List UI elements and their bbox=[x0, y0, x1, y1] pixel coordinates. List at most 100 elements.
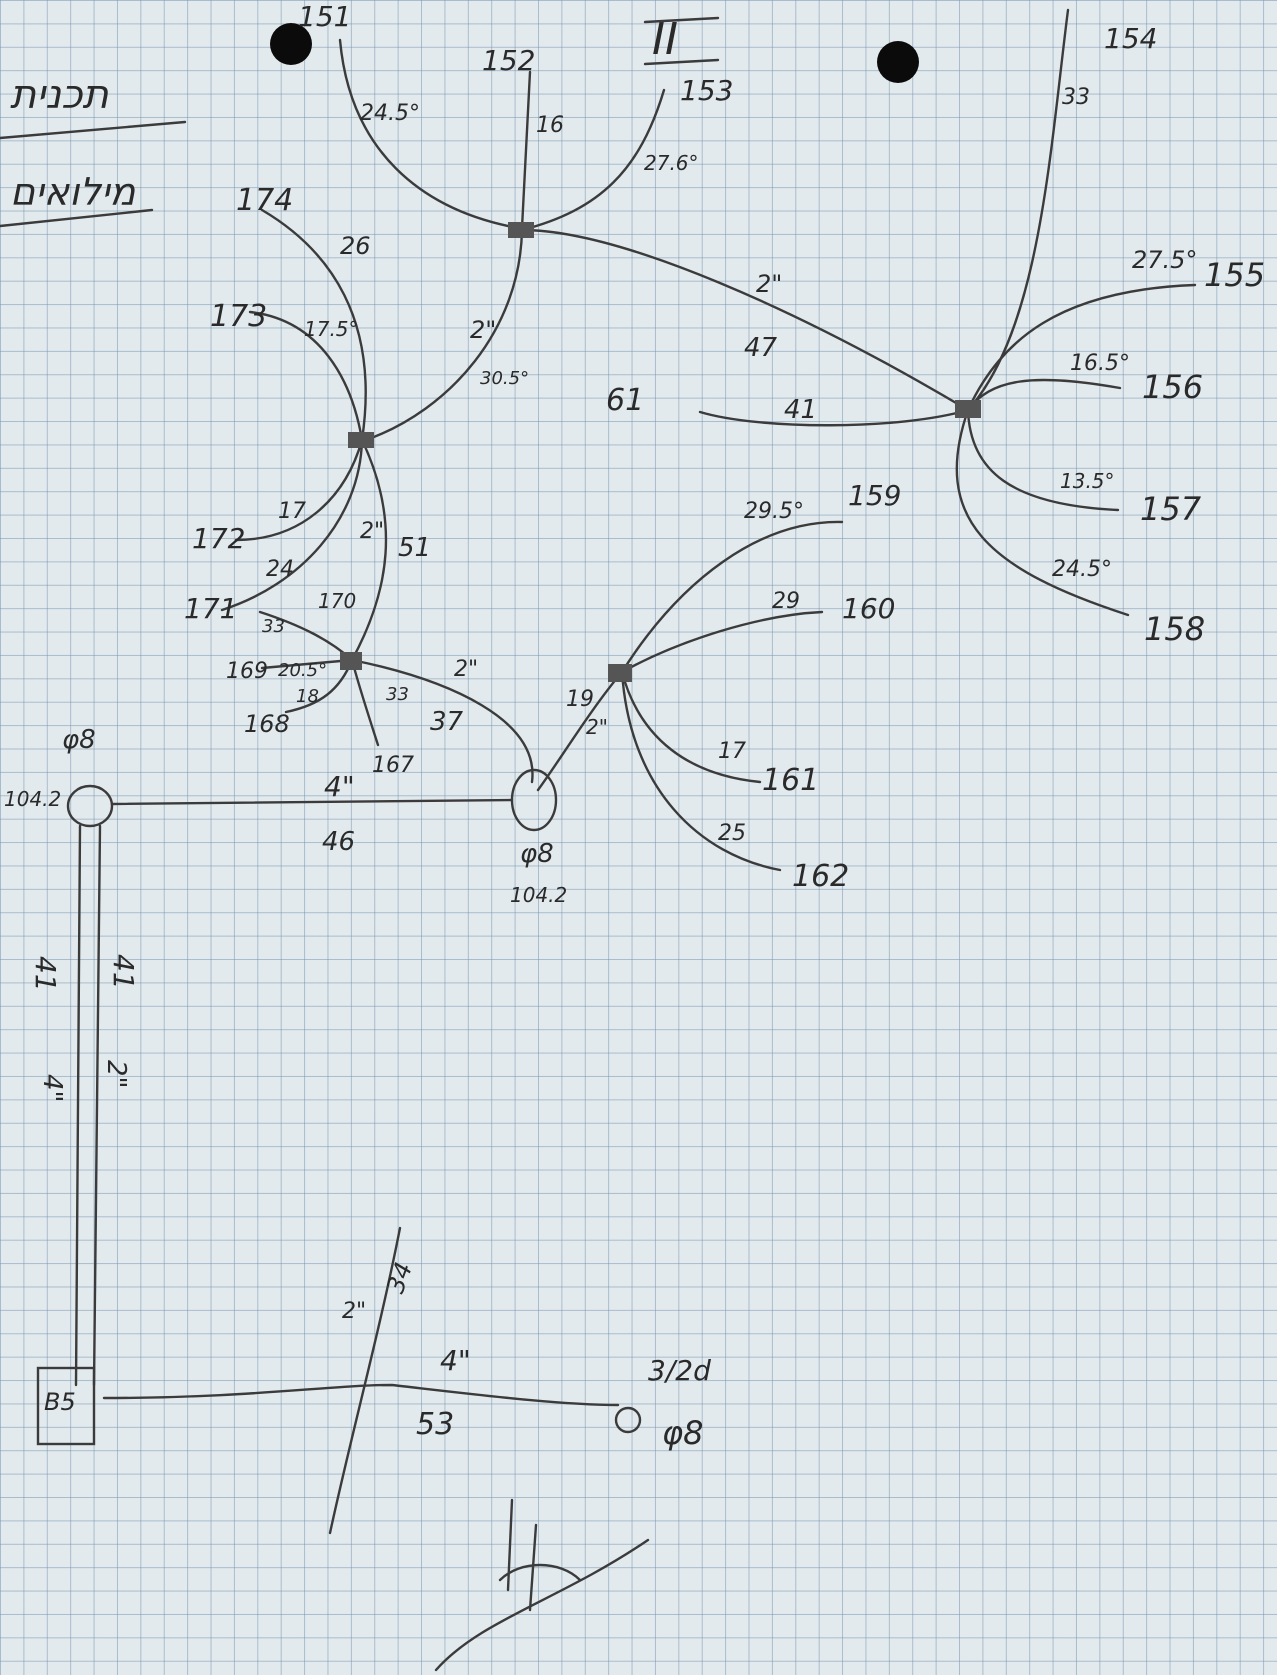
drop-b-length: 41 bbox=[107, 954, 140, 990]
wire-155 bbox=[966, 283, 1197, 412]
endpoint-153: 153 bbox=[680, 74, 733, 107]
box-b5 bbox=[36, 1366, 96, 1446]
length-169: 20.5° bbox=[278, 660, 327, 681]
drop-b-note: 2" bbox=[101, 1060, 131, 1089]
hub-right-in-length: 61 bbox=[606, 383, 644, 418]
endpoint-159: 159 bbox=[848, 479, 901, 512]
length-170: 33 bbox=[262, 616, 285, 637]
punch-hole-left bbox=[270, 23, 312, 65]
wire-172 bbox=[234, 438, 364, 542]
drop-a-note: 4" bbox=[37, 1074, 67, 1103]
page-mark-bars bbox=[643, 16, 720, 66]
box-b5-label: B5 bbox=[44, 1388, 76, 1416]
length-153: 27.6° bbox=[644, 151, 699, 175]
endpoint-169: 169 bbox=[226, 659, 268, 684]
length-160: 29 bbox=[772, 589, 800, 614]
wire-152 bbox=[520, 70, 532, 230]
endpoint-161: 161 bbox=[762, 763, 819, 798]
wire-mid-trunk bbox=[350, 438, 388, 662]
left-trunk-length: 30.5° bbox=[480, 368, 529, 389]
pole-center bbox=[510, 768, 558, 832]
length-159: 29.5° bbox=[744, 499, 804, 524]
length-174: 26 bbox=[340, 232, 371, 260]
bottom-node-label: φ8 bbox=[662, 1414, 703, 1452]
endpoint-168: 168 bbox=[244, 710, 290, 738]
drop-a-length: 41 bbox=[29, 956, 62, 992]
endpoint-167: 167 bbox=[372, 753, 414, 778]
pole-center-value: 104.2 bbox=[510, 883, 567, 907]
hub-top bbox=[508, 222, 534, 238]
length-155: 27.5° bbox=[1132, 246, 1197, 274]
endpoint-156: 156 bbox=[1142, 368, 1203, 406]
wire-173 bbox=[248, 310, 364, 442]
mid-trunk-length: 51 bbox=[398, 533, 431, 563]
wire-153 bbox=[520, 88, 666, 232]
wire-161 bbox=[620, 670, 762, 784]
wire-162 bbox=[620, 670, 782, 872]
wire-cross-line bbox=[328, 1226, 402, 1535]
wire-low-trunk bbox=[350, 658, 534, 784]
mid-trunk-note: 2" bbox=[360, 519, 384, 544]
hub-right-lower bbox=[608, 664, 632, 682]
length-151: 24.5° bbox=[360, 101, 420, 126]
pole-left-label: φ8 bbox=[62, 725, 96, 755]
low-trunk-note: 2" bbox=[454, 657, 478, 682]
endpoint-158: 158 bbox=[1144, 610, 1205, 648]
wire-157 bbox=[966, 408, 1120, 512]
hub-left-length: 41 bbox=[784, 395, 817, 425]
hub-main-note: 2" bbox=[756, 270, 782, 298]
wire-156 bbox=[966, 378, 1122, 412]
endpoint-157: 157 bbox=[1140, 490, 1202, 528]
endpoint-174: 174 bbox=[236, 183, 293, 218]
bottom-node-note: 3/2d bbox=[648, 1354, 711, 1387]
endpoint-154: 154 bbox=[1104, 22, 1157, 55]
length-157: 13.5° bbox=[1060, 469, 1115, 493]
endpoint-155: 155 bbox=[1204, 256, 1265, 294]
header-rule-1 bbox=[0, 120, 187, 140]
length-161: 17 bbox=[718, 739, 746, 764]
wire-hub-main bbox=[520, 228, 970, 412]
endpoint-162: 162 bbox=[792, 859, 849, 894]
length-173: 17.5° bbox=[304, 317, 359, 341]
endpoint-151: 151 bbox=[298, 0, 351, 33]
right-low-length: 19 bbox=[566, 687, 594, 712]
pole-span-length: 46 bbox=[322, 827, 355, 857]
header-rule-2 bbox=[0, 208, 154, 228]
endpoint-152: 152 bbox=[482, 44, 535, 77]
punch-hole-right bbox=[877, 41, 919, 83]
wire-169 bbox=[260, 658, 354, 670]
endpoint-160: 160 bbox=[842, 592, 895, 625]
wire-174 bbox=[260, 208, 367, 442]
hub-right bbox=[955, 400, 981, 418]
endpoint-173: 173 bbox=[210, 299, 267, 334]
length-158: 24.5° bbox=[1052, 557, 1112, 582]
hub-left-lower bbox=[340, 652, 362, 670]
header-subtitle: מילואים bbox=[10, 170, 137, 214]
hub-left-upper bbox=[348, 432, 374, 448]
length-154: 33 bbox=[1062, 85, 1090, 110]
pole-bottom bbox=[614, 1406, 642, 1434]
endpoint-170: 170 bbox=[318, 589, 356, 613]
wire-159 bbox=[620, 520, 844, 674]
endpoint-171: 171 bbox=[184, 592, 237, 625]
wire-158 bbox=[955, 408, 1130, 617]
length-156: 16.5° bbox=[1070, 351, 1130, 376]
pole-span-note: 4" bbox=[324, 770, 355, 803]
wire-154 bbox=[966, 8, 1070, 412]
left-trunk-note: 2" bbox=[470, 316, 496, 344]
header-title: תכנית bbox=[10, 72, 109, 118]
length-167: 33 bbox=[386, 684, 409, 705]
pole-center-label: φ8 bbox=[520, 839, 554, 869]
endpoint-172: 172 bbox=[192, 522, 245, 555]
bottom-scribble bbox=[434, 1498, 650, 1672]
length-162: 25 bbox=[718, 821, 746, 846]
wire-160 bbox=[620, 610, 824, 674]
length-168: 18 bbox=[296, 686, 319, 707]
wire-pole-span bbox=[110, 798, 514, 806]
wire-171 bbox=[220, 438, 364, 612]
wire-drop-a bbox=[74, 824, 82, 1387]
length-171: 24 bbox=[266, 557, 294, 582]
bottom-span-note: 4" bbox=[440, 1344, 471, 1377]
pole-left-value: 104.2 bbox=[4, 787, 61, 811]
